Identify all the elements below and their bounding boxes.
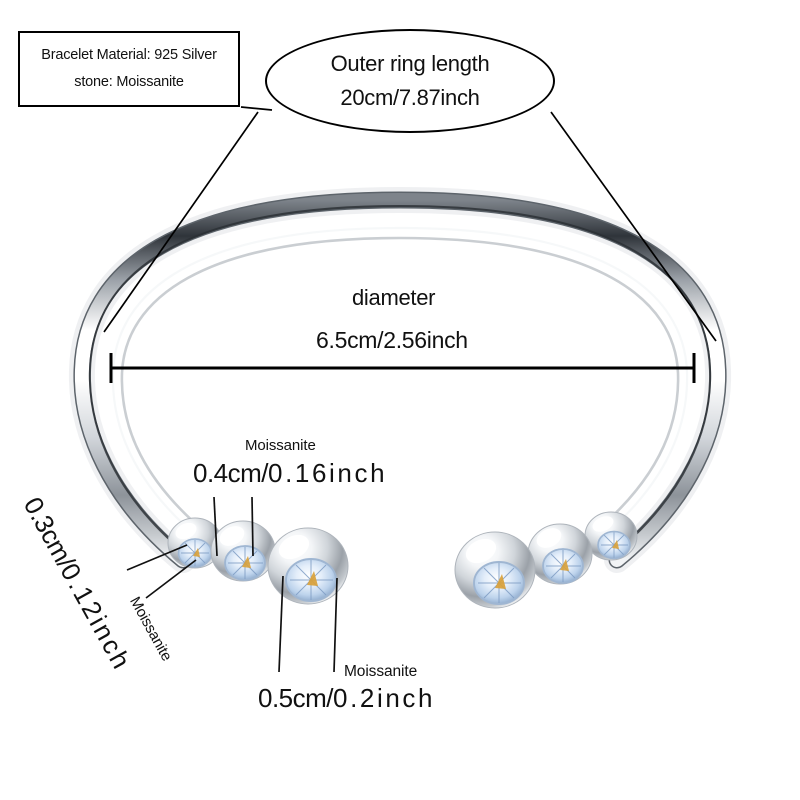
medium-stone-value-cm: 0.4cm/: [193, 458, 269, 488]
bead-medium-left: [210, 520, 276, 582]
leader-outer-ring-right: [550, 111, 717, 342]
bead-large-right: [454, 531, 536, 609]
material-spec-box: Bracelet Material: 925 Silver stone: Moi…: [18, 31, 240, 107]
outer-ring-value: 20cm/7.87inch: [340, 85, 480, 110]
large-stone-value-inch: 0.2inch: [333, 683, 436, 713]
material-line-2: stone: Moissanite: [74, 74, 184, 90]
diameter-value: 6.5cm/2.56inch: [316, 327, 468, 353]
outer-ring-label: Outer ring length: [330, 50, 490, 76]
leader-outer-ring-left: [240, 106, 273, 111]
right-bead-cluster: [454, 511, 638, 609]
leader-outer-ring-left-band: [103, 111, 259, 333]
medium-stone-label: Moissanite: [245, 437, 316, 454]
diameter-dimension-rule: [109, 353, 696, 383]
bead-small-right: [584, 511, 638, 561]
outer-ring-callout: Outer ring length 20cm/7.87inch: [265, 29, 555, 133]
leader-large-stone: [278, 575, 338, 673]
large-stone-value: 0.5cm/0.2inch: [258, 683, 435, 714]
large-stone-value-cm: 0.5cm/: [258, 683, 334, 713]
material-line-1: Bracelet Material: 925 Silver: [41, 47, 217, 64]
bead-medium-right: [527, 523, 593, 585]
large-stone-label: Moissanite: [344, 663, 418, 680]
medium-stone-value-inch: 0.16inch: [268, 458, 388, 488]
diameter-label: diameter: [352, 285, 436, 310]
bangle-band: [68, 186, 732, 573]
leader-medium-stone: [213, 496, 254, 557]
medium-stone-value: 0.4cm/0.16inch: [193, 458, 387, 489]
bead-large-left: [267, 527, 349, 605]
left-bead-cluster: [167, 517, 349, 605]
leader-small-stone: [126, 544, 197, 599]
